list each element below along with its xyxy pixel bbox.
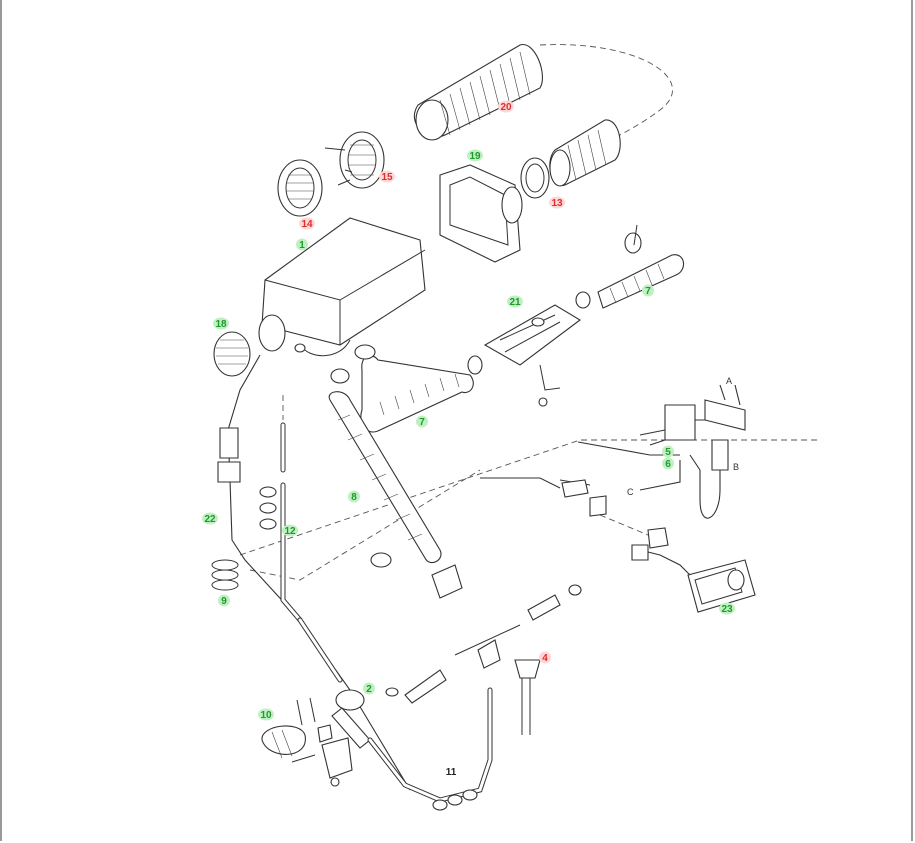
callout-highlight [662,457,674,470]
wire-label-b: B [733,462,739,472]
callout-highlight [719,602,735,615]
callout-highlight [299,217,315,230]
exhaust-hose-7-upper [575,224,684,309]
callout-9: 9 [221,596,227,607]
heater-cover-19 [439,164,523,263]
callout-8: 8 [351,492,357,503]
fuel-line-12 [259,422,303,623]
callout-highlight [416,415,428,428]
callout-highlight [507,295,523,308]
callout-7a: 7 [645,286,651,297]
controller-23 [631,527,756,613]
callout-1: 1 [299,240,305,251]
callout-highlight [202,512,218,525]
duct-hose-13 [520,119,621,199]
air-outlet-15 [324,131,385,189]
callout-12: 12 [284,526,296,537]
mounting-bracket-10 [261,697,353,787]
callout-highlight [282,524,298,537]
callout-23: 23 [721,604,733,615]
callout-11: 11 [446,767,457,778]
wire-label-c: C [627,487,634,497]
callout-highlight [363,682,375,695]
air-grille-14 [277,159,323,217]
callout-highlight [662,445,674,458]
fuel-fittings [385,584,582,735]
callout-18: 18 [215,319,227,330]
callout-21: 21 [509,297,521,308]
dashed-guide-harness-2 [249,469,481,581]
callout-4: 4 [542,653,548,664]
duct-hose-20 [413,44,543,141]
callout-highlight [213,317,229,330]
callout-highlight [642,284,654,297]
callout-15: 15 [381,172,393,183]
callout-highlight [467,149,483,162]
wiring-harness-22 [217,354,680,791]
callout-2: 2 [366,684,372,695]
intake-hose-8 [328,344,463,599]
callout-13: 13 [551,198,563,209]
callout-highlight [348,490,360,503]
callout-highlight [379,170,395,183]
fuel-pump-2 [297,617,493,811]
callout-5: 5 [665,447,671,458]
callout-7b: 7 [419,417,425,428]
callout-20: 20 [500,102,512,113]
dashed-guide-hose-loop [539,44,673,141]
callout-highlight [296,238,308,251]
callout-22: 22 [204,514,216,525]
callout-highlight [498,100,514,113]
dashed-guide-harness [239,439,820,556]
callout-6: 6 [665,459,671,470]
callout-19: 19 [469,151,481,162]
callout-highlight [258,708,274,721]
callout-14: 14 [301,219,313,230]
callout-10: 10 [260,710,272,721]
wire-label-a: A [726,376,732,386]
hose-clamps-9 [211,559,239,591]
callout-highlight [218,594,230,607]
callout-highlight [549,196,565,209]
intake-screen-18 [213,331,251,377]
heater-unit-1 [258,217,426,357]
relay-switch-5-6 [639,384,746,519]
exhaust-silencer-21 [483,304,581,407]
callout-highlight [539,651,551,664]
